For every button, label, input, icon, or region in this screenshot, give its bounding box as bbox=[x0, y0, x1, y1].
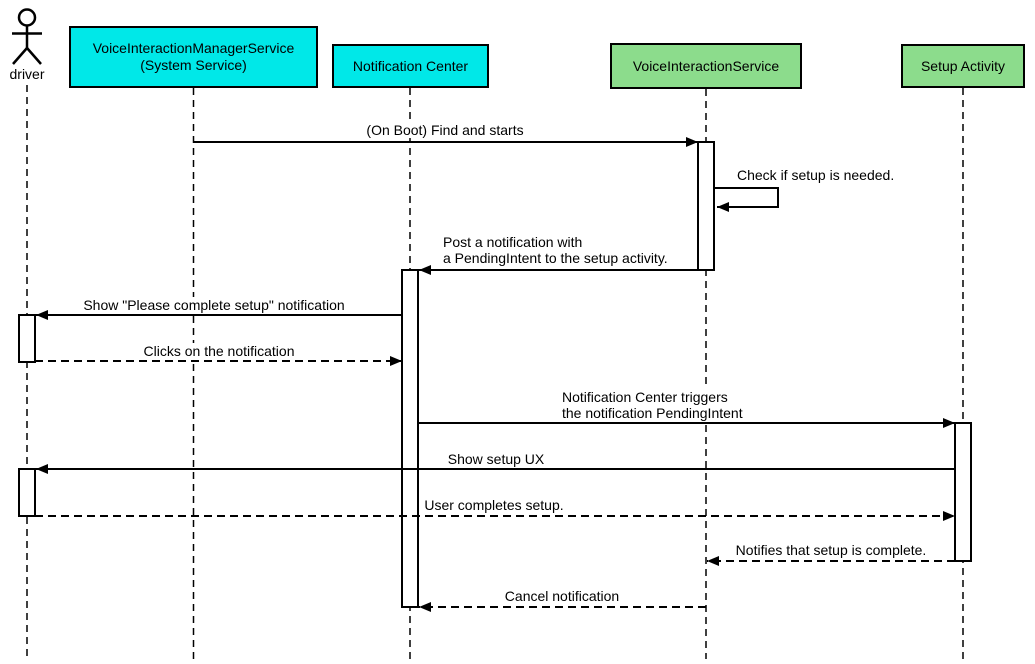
message-label-1: (On Boot) Find and starts bbox=[364, 122, 526, 138]
message-label-7: Show setup UX bbox=[445, 451, 547, 467]
participant-label: Notification Center bbox=[352, 57, 469, 74]
message-label-3: Post a notification with a PendingIntent… bbox=[441, 234, 670, 266]
participant-notification-center: Notification Center bbox=[332, 44, 489, 88]
activation-bar-driver-2 bbox=[18, 468, 36, 517]
participant-label: VoiceInteractionService bbox=[632, 57, 780, 74]
message-label-9: Notifies that setup is complete. bbox=[733, 542, 929, 558]
message-label-6: Notification Center triggers the notific… bbox=[560, 389, 745, 421]
activation-bar-setup-activity bbox=[954, 422, 972, 562]
message-label-8: User completes setup. bbox=[422, 497, 566, 513]
message-label-10: Cancel notification bbox=[502, 588, 622, 604]
message-label-5: Clicks on the notification bbox=[141, 343, 297, 359]
message-label-4: Show "Please complete setup" notificatio… bbox=[81, 297, 347, 313]
participant-voice-interaction-service: VoiceInteractionService bbox=[610, 43, 802, 89]
participant-voice-interaction-manager-service: VoiceInteractionManagerService (System S… bbox=[69, 26, 318, 88]
activation-bar-notification-center bbox=[401, 269, 419, 608]
participant-label: Setup Activity bbox=[920, 57, 1006, 74]
message-label-2: Check if setup is needed. bbox=[735, 167, 897, 183]
actor-driver-label: driver bbox=[9, 66, 45, 82]
participant-setup-activity: Setup Activity bbox=[901, 44, 1025, 88]
participant-label: VoiceInteractionManagerService (System S… bbox=[92, 40, 295, 73]
actor-driver-icon bbox=[12, 8, 42, 65]
activation-bar-driver-1 bbox=[18, 314, 36, 363]
activation-bar-voice-interaction-service bbox=[697, 141, 715, 271]
message-arrow-2-check-setup-self bbox=[714, 187, 779, 212]
